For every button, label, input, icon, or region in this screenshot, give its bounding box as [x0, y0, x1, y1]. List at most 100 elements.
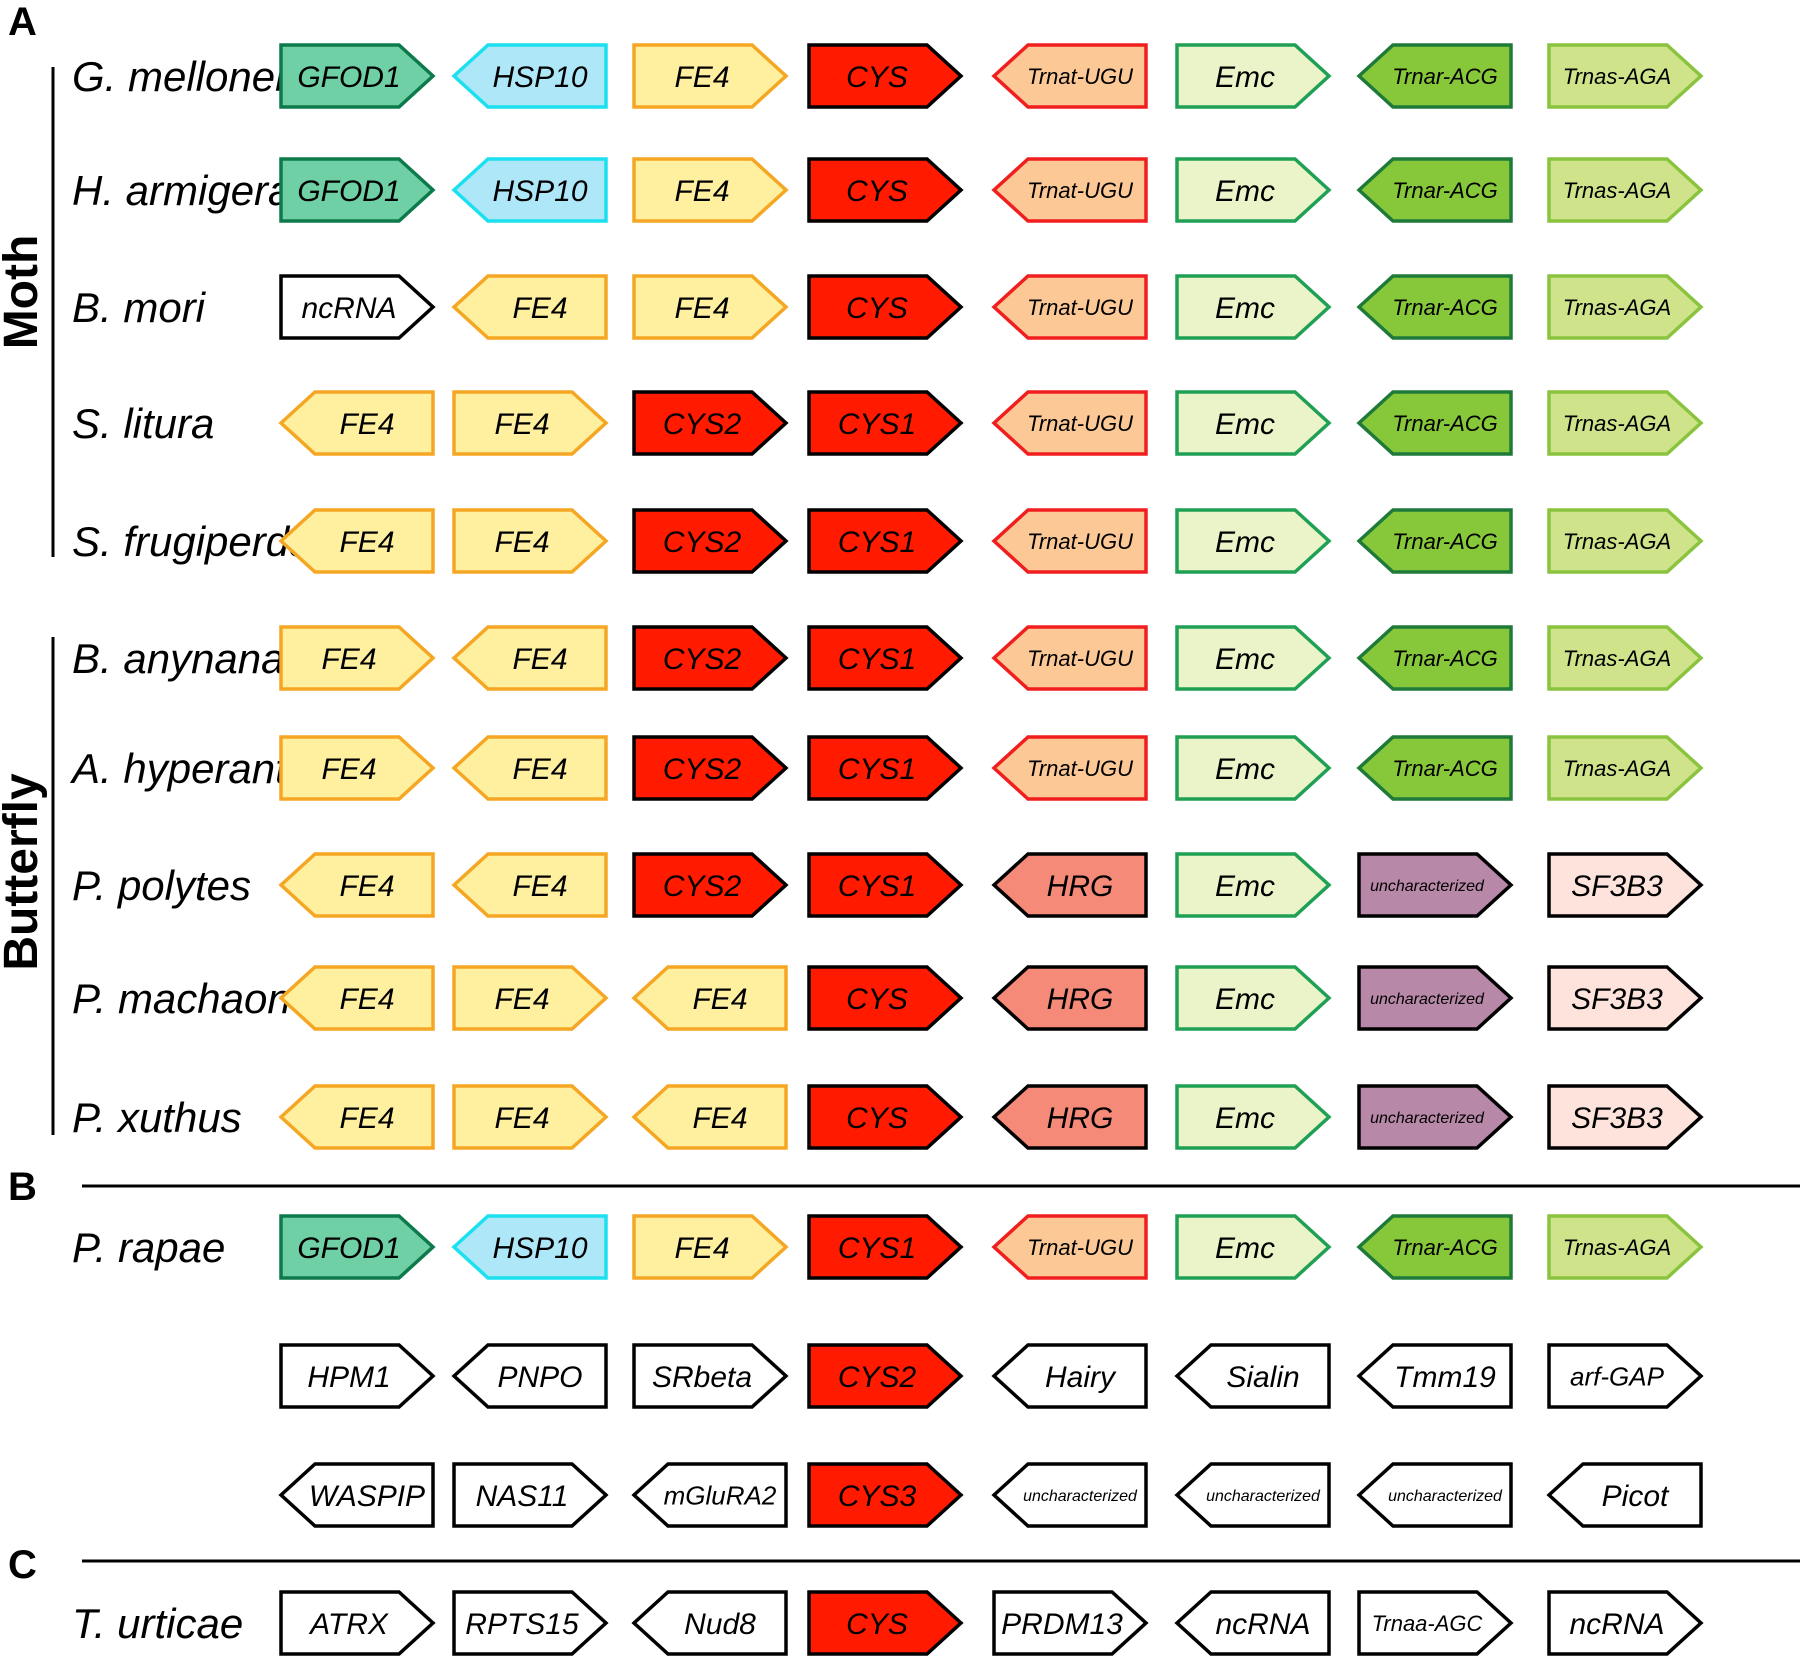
gene-label: FE4 — [674, 175, 729, 208]
gene-arrow — [452, 1462, 609, 1528]
gene-label: FE4 — [512, 643, 567, 676]
gene-arrow — [991, 735, 1148, 801]
gene-label: SF3B3 — [1571, 1102, 1663, 1135]
gene-label: CYS1 — [838, 1232, 916, 1265]
gene-arrow — [1547, 1590, 1704, 1656]
gene-arrow — [279, 1590, 436, 1656]
gene-arrow — [1356, 1214, 1513, 1280]
gene-label: FE4 — [692, 983, 747, 1016]
gene-label: CYS1 — [838, 408, 916, 441]
gene-label: WASPIP — [309, 1480, 425, 1513]
gene-label: HPM1 — [307, 1361, 390, 1394]
gene-arrow — [279, 1343, 436, 1409]
gene-label: CYS2 — [663, 408, 742, 441]
gene-label: Trnat-UGU — [1027, 64, 1133, 89]
gene-label: FE4 — [674, 61, 729, 94]
gene-label: SF3B3 — [1571, 870, 1663, 903]
gene-label: HRG — [1047, 1102, 1114, 1135]
gene-arrow — [279, 735, 436, 801]
gene-label: mGluRA2 — [664, 1480, 777, 1510]
gene-arrow — [632, 1343, 789, 1409]
gene-arrow — [991, 1084, 1148, 1150]
gene-arrow — [807, 1214, 964, 1280]
gene-label: Trnas-AGA — [1563, 646, 1671, 671]
gene-arrow — [991, 390, 1148, 456]
gene-arrow — [1175, 625, 1332, 691]
gene-label: Trnat-UGU — [1027, 529, 1133, 554]
gene-label: ATRX — [308, 1608, 389, 1641]
gene-arrow — [1175, 1084, 1332, 1150]
gene-arrow — [807, 625, 964, 691]
gene-arrow — [1547, 43, 1704, 109]
gene-label: Trnas-AGA — [1563, 756, 1671, 781]
gene-label: uncharacterized — [1370, 1110, 1485, 1127]
gene-label: HRG — [1047, 870, 1114, 903]
gene-arrow — [1175, 43, 1332, 109]
gene-label: FE4 — [494, 983, 549, 1016]
gene-arrow — [807, 508, 964, 574]
gene-label: Trnat-UGU — [1027, 646, 1133, 671]
species-name: P. machaon — [72, 975, 291, 1022]
gene-arrow — [807, 1343, 964, 1409]
gene-label: FE4 — [674, 1232, 729, 1265]
gene-arrow — [1175, 390, 1332, 456]
gene-label: uncharacterized — [1388, 1488, 1503, 1505]
gene-arrow — [807, 1462, 964, 1528]
gene-label: Trnaa-AGC — [1372, 1611, 1483, 1636]
gene-arrow — [807, 735, 964, 801]
gene-arrow — [1175, 852, 1332, 918]
gene-arrow — [807, 852, 964, 918]
gene-label: Emc — [1215, 1102, 1275, 1135]
gene-label: FE4 — [494, 526, 549, 559]
species-name: P. xuthus — [72, 1094, 242, 1141]
gene-label: Trnas-AGA — [1563, 411, 1671, 436]
gene-label: uncharacterized — [1370, 991, 1485, 1008]
gene-arrow — [451, 1214, 608, 1280]
gene-arrow — [278, 1084, 435, 1150]
gene-label: CYS — [846, 61, 908, 94]
gene-arrow — [807, 274, 964, 340]
gene-label: Sialin — [1226, 1361, 1299, 1394]
gene-label: FE4 — [339, 983, 394, 1016]
gene-label: CYS3 — [838, 1480, 917, 1513]
gene-arrow — [1547, 1343, 1704, 1409]
gene-label: FE4 — [321, 753, 376, 786]
gene-label: ncRNA — [1569, 1608, 1664, 1641]
gene-label: Trnar-ACG — [1392, 295, 1498, 320]
gene-arrow — [807, 43, 964, 109]
gene-label: Trnar-ACG — [1392, 756, 1498, 781]
gene-arrow — [278, 1462, 435, 1528]
species-name: S. frugiperda — [72, 518, 312, 565]
gene-arrow — [1174, 1590, 1331, 1656]
gene-arrow — [451, 43, 608, 109]
gene-label: HSP10 — [492, 175, 587, 208]
gene-label: Trnat-UGU — [1027, 411, 1133, 436]
gene-arrow — [451, 157, 608, 223]
group-label-butterfly: Butterfly — [0, 773, 48, 971]
gene-label: uncharacterized — [1023, 1488, 1138, 1505]
gene-label: FE4 — [321, 643, 376, 676]
gene-arrow — [632, 735, 789, 801]
gene-arrow — [1175, 735, 1332, 801]
gene-arrow — [631, 1590, 788, 1656]
gene-label: CYS1 — [838, 753, 916, 786]
gene-arrow — [632, 274, 789, 340]
gene-label: Hairy — [1045, 1361, 1117, 1394]
species-name: H. armigera — [72, 167, 291, 214]
panel-label-b: B — [8, 1165, 37, 1209]
gene-label: Trnat-UGU — [1027, 178, 1133, 203]
gene-arrow — [451, 274, 608, 340]
gene-arrow — [1356, 157, 1513, 223]
gene-arrow — [992, 1590, 1149, 1656]
gene-arrow — [1174, 1343, 1331, 1409]
gene-arrow — [452, 1590, 609, 1656]
gene-label: FE4 — [339, 870, 394, 903]
gene-label: Trnas-AGA — [1563, 178, 1671, 203]
